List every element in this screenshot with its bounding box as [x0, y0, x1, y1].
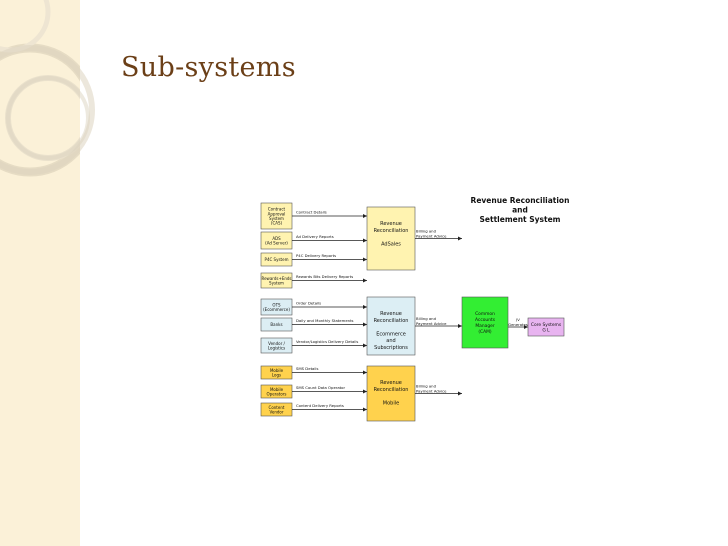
source-label-vendor: Logistics — [268, 345, 285, 350]
cam-out-arrow-head — [524, 325, 528, 329]
recon-out-arrow-rr-adsales-head — [458, 236, 462, 241]
cam-label: (CAM) — [478, 329, 492, 335]
flow-arrow-vendor-head — [363, 343, 367, 348]
flow-arrow-ads-head — [363, 238, 367, 243]
cam-box — [461, 296, 509, 349]
recon-label-rr-ecom: Subscriptions — [374, 345, 408, 351]
recon-label-rr-ecom: Ecommerce — [376, 331, 406, 337]
dest-label: G L — [542, 328, 550, 334]
recon-label-rr-ecom: Revenue — [380, 311, 402, 317]
recon-label-rr-mobile: Revenue — [380, 380, 402, 386]
recon-out-label-rr-adsales: Payment Advice — [416, 234, 447, 239]
source-label-mlogs: Logs — [272, 372, 281, 377]
recon-label-rr-mobile: Mobile — [383, 400, 399, 406]
cam-label: Common — [475, 311, 495, 317]
flow-label-mlogs: SMS Details — [296, 366, 318, 371]
source-label-banks: Banks — [270, 322, 282, 327]
source-label-cas: Approval — [268, 211, 286, 216]
flow-arrow-mlogs-head — [363, 370, 367, 375]
diagram-heading: Settlement System — [480, 215, 561, 224]
recon-out-arrow-rr-mobile-head — [458, 391, 462, 396]
source-label-oss: OTS — [272, 302, 281, 307]
diagram-heading: and — [512, 206, 528, 215]
flow-arrow-mop-head — [363, 389, 367, 394]
recon-out-label-rr-mobile: Payment Advice — [416, 389, 447, 394]
recon-label-rr-mobile: Reconciliation — [374, 387, 409, 393]
source-label-cvendor: Content — [269, 405, 285, 410]
recon-box-rr-mobile — [366, 365, 416, 422]
cam-out-label: JV — [515, 317, 520, 322]
recon-label-rr-adsales: AdSales — [381, 241, 401, 247]
recon-label-rr-ecom: and — [386, 338, 395, 344]
source-label-rs: System — [269, 280, 284, 285]
diagram-heading: Revenue Reconciliation — [471, 196, 570, 205]
cam-label: Accounts — [475, 317, 496, 323]
cam-out-label: Generates — [508, 322, 528, 327]
source-label-ads: ADS — [272, 236, 281, 241]
slide-title: Sub-systems — [121, 52, 296, 83]
recon-label-rr-ecom: Reconciliation — [374, 318, 409, 324]
source-label-cvendor: Vendor — [269, 409, 283, 414]
flow-label-banks: Daily and Monthly Statements — [296, 318, 354, 323]
flow-label-rs: Rewards Bits Delivery Reports — [296, 274, 353, 279]
source-label-p4c: P4C System — [265, 257, 289, 262]
flow-label-oss: Order Details — [296, 301, 321, 306]
flow-arrow-banks-head — [363, 322, 367, 327]
dest-label: Core Systems — [531, 322, 562, 328]
recon-out-label-rr-ecom: Payment Advice — [416, 321, 447, 326]
recon-box-rr-adsales — [366, 206, 416, 271]
source-label-cas: Contract — [268, 207, 286, 212]
source-label-ads: (Ad Server) — [265, 240, 288, 245]
flow-label-ads: Ad Delivery Reports — [296, 234, 334, 239]
flow-label-mop: SMS Count Data Operator — [296, 385, 345, 390]
flow-arrow-p4c-head — [363, 257, 367, 262]
recon-out-label-rr-adsales: Billing and — [416, 229, 437, 234]
flow-label-cas: Contract Details — [296, 210, 327, 215]
source-label-vendor: Vendor / — [268, 341, 285, 346]
source-label-mop: Operators — [267, 391, 287, 396]
flow-label-vendor: Vendor/Logistics Delivery Details — [296, 339, 358, 344]
flow-label-p4c: P4C Delivery Reports — [296, 253, 336, 258]
flow-arrow-rs-head — [363, 278, 367, 283]
dest-box — [527, 317, 565, 337]
source-label-oss: (Ecommerce) — [263, 307, 290, 312]
recon-out-arrow-rr-ecom-head — [458, 324, 462, 328]
cam-label: Manager — [475, 323, 494, 329]
source-label-cas: (CAS) — [271, 221, 283, 226]
flow-label-cvendor: Content Delivery Reports — [296, 403, 344, 408]
flow-arrow-cas-head — [363, 214, 367, 218]
source-box-cas — [260, 202, 293, 230]
recon-out-label-rr-mobile: Billing and — [416, 384, 437, 389]
source-label-mlogs: Mobile — [270, 368, 284, 373]
flow-arrow-cvendor-head — [363, 407, 367, 412]
source-label-mop: Mobile — [270, 387, 284, 392]
recon-label-rr-adsales: Reconciliation — [374, 228, 409, 234]
recon-out-label-rr-ecom: Billing and — [416, 316, 437, 321]
source-label-rs: Rewards+Ends — [261, 276, 291, 281]
recon-label-rr-adsales: Revenue — [380, 221, 402, 227]
flow-arrow-oss-head — [363, 305, 367, 309]
source-label-cas: System — [269, 216, 284, 221]
